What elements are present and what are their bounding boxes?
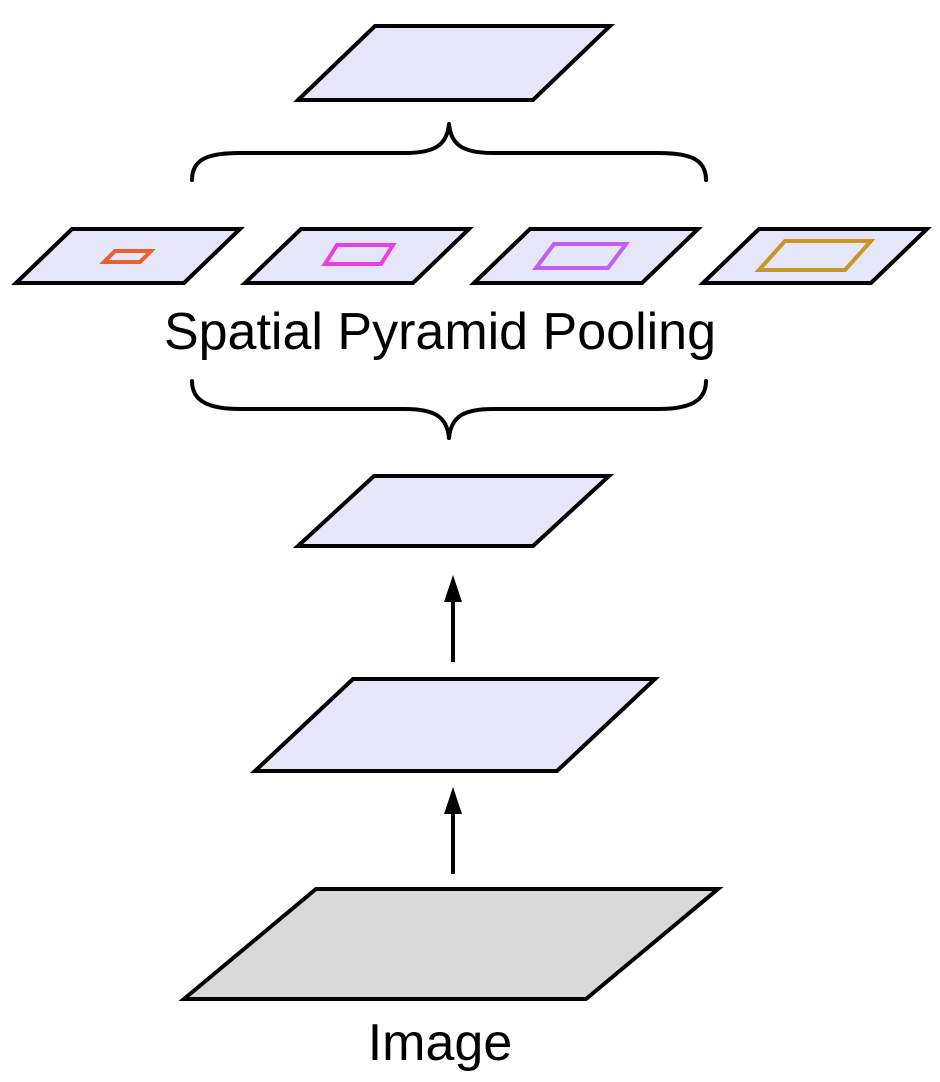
image-plane <box>178 887 724 1001</box>
conv-feature-plane-lower <box>249 677 661 773</box>
arrow-head-upper <box>444 575 462 602</box>
pooled-plane-2 <box>240 227 474 285</box>
pooled-plane-3 <box>469 227 703 285</box>
arrow-head-lower <box>444 787 462 814</box>
spp-label: Spatial Pyramid Pooling <box>164 303 716 361</box>
pooled-plane-1 <box>11 227 245 285</box>
pooling-bin-1 <box>99 249 156 264</box>
lower-brace <box>190 379 708 440</box>
pooling-bin-3 <box>532 242 630 270</box>
output-feature-plane <box>293 24 615 102</box>
pooling-bin-2 <box>321 243 397 266</box>
pooled-plane-4 <box>698 227 932 285</box>
image-label: Image <box>368 1014 513 1072</box>
upper-brace <box>190 122 708 182</box>
pooling-bin-4 <box>754 239 876 272</box>
conv-feature-plane-upper <box>292 474 615 548</box>
